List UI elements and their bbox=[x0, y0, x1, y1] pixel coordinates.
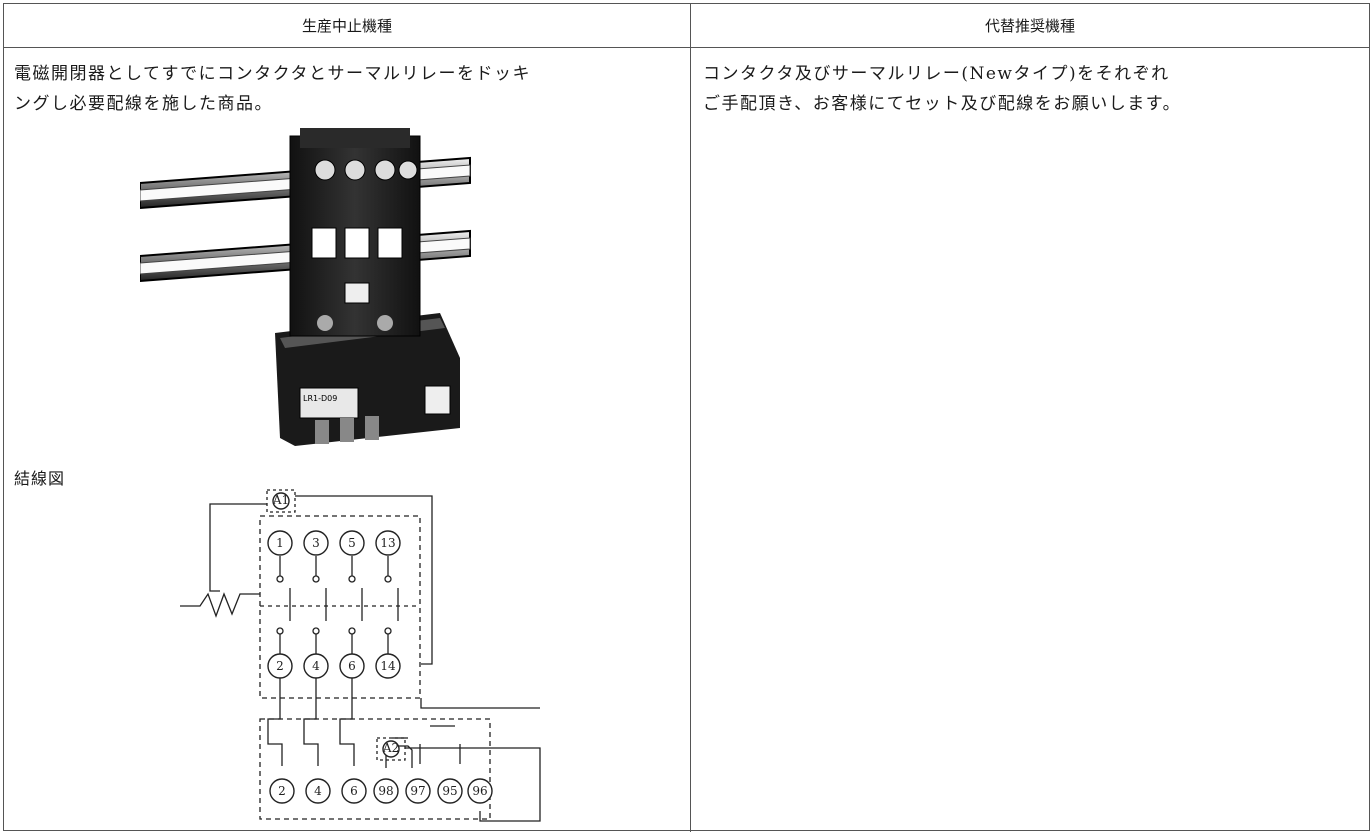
rec-line-1: コンタクタ及びサーマルリレー(Newタイプ)をそれぞれ bbox=[703, 64, 1170, 84]
desc-line-1: 電磁開閉器としてすでにコンタクタとサーマルリレーをドッキ bbox=[14, 64, 531, 84]
svg-text:5: 5 bbox=[348, 536, 356, 550]
terminal-top-3: 3 bbox=[303, 530, 329, 556]
terminal-bottom-96: 96 bbox=[467, 778, 493, 804]
terminal-bottom-4: 4 bbox=[305, 778, 331, 804]
svg-text:A2: A2 bbox=[382, 741, 399, 755]
product-photo: LR1-D09 bbox=[140, 128, 471, 446]
terminal-top-1: 1 bbox=[267, 530, 293, 556]
svg-text:95: 95 bbox=[442, 784, 457, 798]
wiring-diagram-label: 結線図 bbox=[14, 469, 66, 488]
terminal-bottom-6: 6 bbox=[341, 778, 367, 804]
desc-line-2: ングし必要配線を施した商品。 bbox=[14, 94, 273, 114]
terminal-mid-4: 4 bbox=[303, 653, 329, 679]
svg-text:2: 2 bbox=[276, 659, 284, 673]
svg-text:3: 3 bbox=[312, 536, 320, 550]
discontinued-description: 電磁開閉器としてすでにコンタクタとサーマルリレーをドッキ ングし必要配線を施した… bbox=[14, 59, 531, 119]
column-divider bbox=[690, 47, 691, 832]
svg-text:13: 13 bbox=[380, 536, 395, 550]
product-table: 生産中止機種 代替推奨機種 bbox=[3, 3, 1370, 832]
svg-text:14: 14 bbox=[380, 659, 396, 673]
terminal-bottom-98: 98 bbox=[373, 778, 399, 804]
terminal-bottom-95: 95 bbox=[437, 778, 463, 804]
photo-model-label: LR1-D09 bbox=[303, 394, 337, 403]
svg-text:96: 96 bbox=[472, 784, 487, 798]
rec-line-2: ご手配頂き、お客様にてセット及び配線をお願いします。 bbox=[703, 94, 1182, 114]
header-recommended: 代替推奨機種 bbox=[691, 4, 1369, 48]
terminal-top-5: 5 bbox=[339, 530, 365, 556]
svg-text:97: 97 bbox=[410, 784, 425, 798]
svg-text:98: 98 bbox=[378, 784, 393, 798]
wiring-diagram: 1 3 5 13 2 4 6 14 2 4 6 98 97 95 96 A1 A… bbox=[180, 489, 541, 822]
svg-text:1: 1 bbox=[276, 536, 284, 550]
terminal-mid-6: 6 bbox=[339, 653, 365, 679]
terminal-bottom-97: 97 bbox=[405, 778, 431, 804]
svg-text:4: 4 bbox=[312, 659, 320, 673]
svg-text:2: 2 bbox=[278, 784, 286, 798]
terminal-bottom-2: 2 bbox=[269, 778, 295, 804]
header-discontinued: 生産中止機種 bbox=[4, 4, 691, 48]
recommended-description: コンタクタ及びサーマルリレー(Newタイプ)をそれぞれ ご手配頂き、お客様にてセ… bbox=[703, 59, 1181, 119]
terminal-mid-14: 14 bbox=[375, 653, 401, 679]
terminal-top-13: 13 bbox=[375, 530, 401, 556]
svg-text:4: 4 bbox=[314, 784, 322, 798]
terminal-mid-2: 2 bbox=[267, 653, 293, 679]
svg-text:6: 6 bbox=[348, 659, 356, 673]
svg-text:6: 6 bbox=[350, 784, 358, 798]
svg-text:A1: A1 bbox=[272, 493, 289, 507]
contactor bbox=[289, 128, 421, 337]
coil-a1: A1 bbox=[272, 492, 290, 510]
coil-a2: A2 bbox=[382, 740, 400, 758]
